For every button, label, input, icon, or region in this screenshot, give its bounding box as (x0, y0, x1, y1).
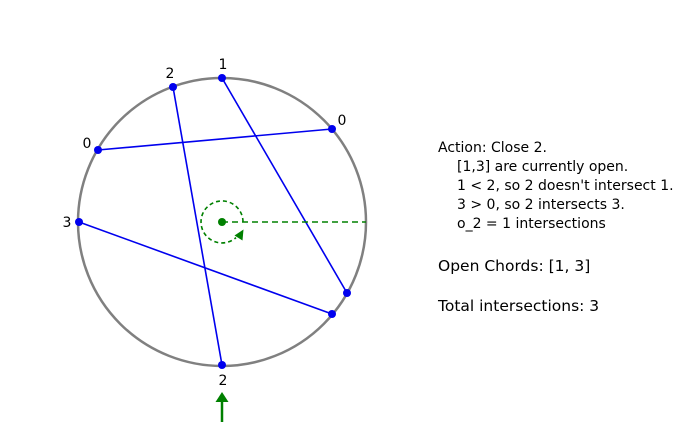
action-title: Action: Close 2. (438, 140, 547, 156)
endpoint-dot (169, 83, 177, 91)
chord-0 (97, 128, 333, 151)
center-dot (218, 218, 226, 226)
action-detail-line: 1 < 2, so 2 doesn't intersect 1. (457, 178, 674, 194)
chord-3 (78, 221, 333, 315)
endpoint-label: 0 (338, 113, 347, 129)
endpoint-label: 1 (219, 57, 228, 73)
endpoint-dots (75, 74, 351, 369)
action-block: Action: Close 2. [1,3] are currently ope… (438, 139, 674, 234)
rotation-arrow-head (234, 229, 244, 241)
chord-2 (172, 86, 223, 366)
endpoint-label: 3 (63, 215, 72, 231)
endpoint-label: 2 (219, 373, 228, 389)
info-panel: Action: Close 2. [1,3] are currently ope… (438, 139, 674, 315)
endpoint-dot (94, 146, 102, 154)
action-detail-line: o_2 = 1 intersections (457, 216, 606, 232)
action-detail-line: [1,3] are currently open. (457, 159, 629, 175)
total-intersections-text: Total intersections: 3 (438, 297, 600, 315)
endpoint-dot (218, 74, 226, 82)
chord-diagram: 2 1 0 0 3 2 (63, 57, 368, 422)
chord-1 (221, 77, 348, 294)
endpoint-label: 2 (166, 66, 175, 82)
action-detail-line: 3 > 0, so 2 intersects 3. (457, 197, 625, 213)
endpoint-label: 0 (83, 136, 92, 152)
endpoint-dot (218, 361, 226, 369)
endpoint-dot (75, 218, 83, 226)
endpoint-dot (328, 310, 336, 318)
endpoint-dot (343, 289, 351, 297)
start-arrow-head (215, 392, 229, 402)
open-chords-text: Open Chords: [1, 3] (438, 257, 591, 275)
endpoint-dot (328, 125, 336, 133)
rotation-indicator-arc (200, 200, 244, 244)
